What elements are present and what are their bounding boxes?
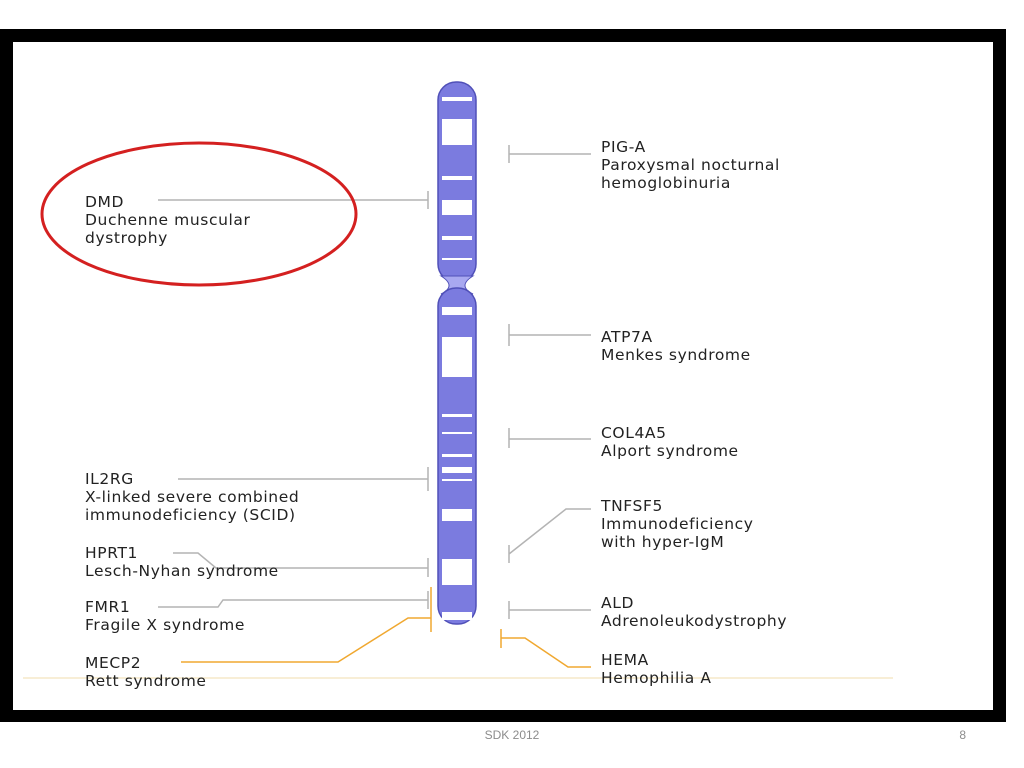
q-arm-bands	[442, 307, 472, 620]
slide-footer: SDK 2012 8	[0, 728, 1024, 748]
gene-symbol: COL4A5	[601, 424, 667, 442]
gene-label-il2rg: IL2RG X-linked severe combined immunodef…	[85, 470, 299, 524]
disease-name: immunodeficiency (SCID)	[85, 506, 296, 524]
leader-tnfsf5	[508, 508, 591, 563]
disease-name: Rett syndrome	[85, 672, 207, 690]
disease-name: Alport syndrome	[601, 442, 739, 460]
gene-symbol: PIG-A	[601, 138, 646, 156]
band	[442, 119, 472, 145]
band	[442, 509, 472, 521]
gene-label-fmr1: FMR1 Fragile X syndrome	[85, 598, 245, 634]
gene-label-mecp2: MECP2 Rett syndrome	[85, 654, 207, 690]
band	[442, 307, 472, 315]
leader-lines-orange	[181, 587, 591, 668]
gene-symbol: HPRT1	[85, 544, 138, 562]
leader-lines-right	[508, 145, 591, 619]
slide-frame: PIG-A Paroxysmal nocturnal hemoglobinuri…	[0, 29, 1006, 722]
band	[442, 258, 472, 260]
disease-name: dystrophy	[85, 229, 168, 247]
gene-label-atp7a: ATP7A Menkes syndrome	[601, 328, 751, 364]
gene-label-tnfsf5: TNFSF5 Immunodeficiency with hyper-IgM	[601, 497, 754, 551]
gene-symbol: ALD	[601, 594, 634, 612]
p-arm-bands	[442, 97, 472, 260]
gene-label-hprt1: HPRT1 Lesch-Nyhan syndrome	[85, 544, 279, 580]
gene-label-dmd: DMD Duchenne muscular dystrophy	[85, 193, 250, 247]
band	[442, 200, 472, 215]
leader-mecp2	[181, 587, 432, 663]
band	[442, 176, 472, 180]
leader-fmr1	[158, 591, 429, 609]
band	[442, 454, 472, 457]
gene-label-col4a5: COL4A5 Alport syndrome	[601, 424, 739, 460]
disease-name: Adrenoleukodystrophy	[601, 612, 788, 630]
band	[442, 236, 472, 240]
disease-name: hemoglobinuria	[601, 174, 731, 192]
disease-name: Immunodeficiency	[601, 515, 754, 533]
disease-name: Paroxysmal nocturnal	[601, 156, 780, 174]
leader-ald	[508, 601, 591, 619]
disease-name: Hemophilia A	[601, 669, 712, 687]
band	[442, 97, 472, 101]
band	[442, 432, 472, 434]
leader-col4a5	[508, 428, 591, 448]
gene-symbol: TNFSF5	[601, 497, 663, 515]
chromosome-diagram	[23, 81, 893, 679]
gene-symbol: ATP7A	[601, 328, 653, 346]
band	[442, 479, 472, 481]
disease-name: Fragile X syndrome	[85, 616, 245, 634]
leader-lines-left	[158, 191, 429, 609]
gene-symbol: IL2RG	[85, 470, 134, 488]
gene-label-ald: ALD Adrenoleukodystrophy	[601, 594, 787, 630]
band	[442, 414, 472, 417]
leader-il2rg	[178, 467, 429, 491]
disease-name: Menkes syndrome	[601, 346, 751, 364]
disease-name: with hyper-IgM	[601, 533, 725, 551]
band	[442, 559, 472, 585]
disease-name: Lesch-Nyhan syndrome	[85, 562, 279, 580]
leader-pig-a	[508, 145, 591, 163]
band	[442, 612, 472, 620]
leader-atp7a	[508, 324, 591, 346]
disease-name: Duchenne muscular	[85, 211, 251, 229]
gene-symbol: FMR1	[85, 598, 131, 616]
gene-label-hema: HEMA Hemophilia A	[601, 651, 712, 687]
page-number: 8	[959, 728, 966, 742]
band	[442, 467, 472, 473]
leader-dmd	[158, 191, 429, 209]
gene-label-pig-a: PIG-A Paroxysmal nocturnal hemoglobinuri…	[601, 138, 780, 192]
gene-symbol: HEMA	[601, 651, 649, 669]
gene-symbol: DMD	[85, 193, 125, 211]
highlight-ellipse	[40, 141, 358, 287]
footer-text: SDK 2012	[484, 728, 540, 742]
disease-name: X-linked severe combined	[85, 488, 300, 506]
gene-symbol: MECP2	[85, 654, 142, 672]
band	[442, 337, 472, 377]
diagram-canvas: PIG-A Paroxysmal nocturnal hemoglobinuri…	[13, 42, 993, 710]
leader-hema	[500, 629, 591, 668]
chromosome-p-arm	[437, 81, 477, 283]
leader-hprt1	[173, 552, 429, 577]
